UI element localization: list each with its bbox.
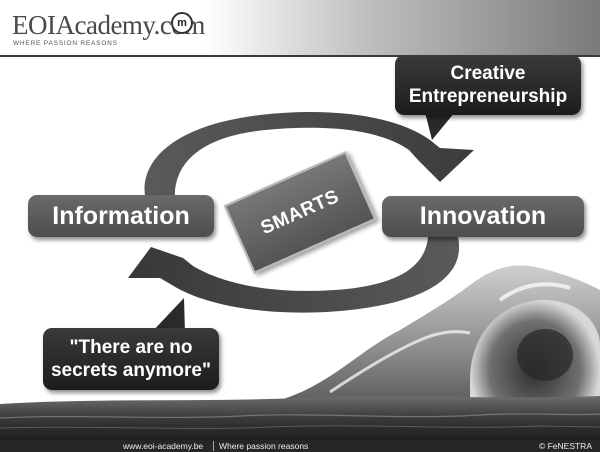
sea-ripple xyxy=(0,413,600,419)
callout-bottom-line-2: secrets anymore" xyxy=(50,360,212,381)
top-cycle-arrow xyxy=(144,112,474,196)
node-information: Information xyxy=(28,195,214,237)
wave-curl-eye xyxy=(517,329,573,381)
wave-foam xyxy=(498,282,571,302)
footer-copyright: © FeNESTRA xyxy=(538,441,592,451)
callout-top-line-1: Creative xyxy=(450,63,526,84)
footer-url: www.eoi-academy.be xyxy=(123,441,204,451)
wave-foam xyxy=(329,330,471,394)
callout-top-tail xyxy=(425,112,455,140)
logo-badge-icon: m xyxy=(171,12,193,34)
logo-tagline: WHERE PASSION REASONS xyxy=(13,40,118,47)
callout-bottom-line-1: "There are no xyxy=(69,337,193,358)
footer-bar: www.eoi-academy.be Where passion reasons… xyxy=(0,440,600,452)
callout-bottom-tail xyxy=(150,298,185,334)
footer-tagline: Where passion reasons xyxy=(219,441,309,451)
header-divider xyxy=(0,55,600,57)
sea-band xyxy=(0,396,600,440)
header-bar xyxy=(0,0,600,56)
callout-creative-entrepreneurship: Creative Entrepreneurship xyxy=(395,55,581,115)
callout-top-line-2: Entrepreneurship xyxy=(408,86,568,107)
node-innovation: Innovation xyxy=(382,196,584,237)
sea-ripple xyxy=(0,425,600,429)
footer-separator xyxy=(213,441,214,451)
callout-no-secrets: "There are no secrets anymore" xyxy=(43,328,219,390)
bottom-cycle-arrow xyxy=(128,237,460,313)
